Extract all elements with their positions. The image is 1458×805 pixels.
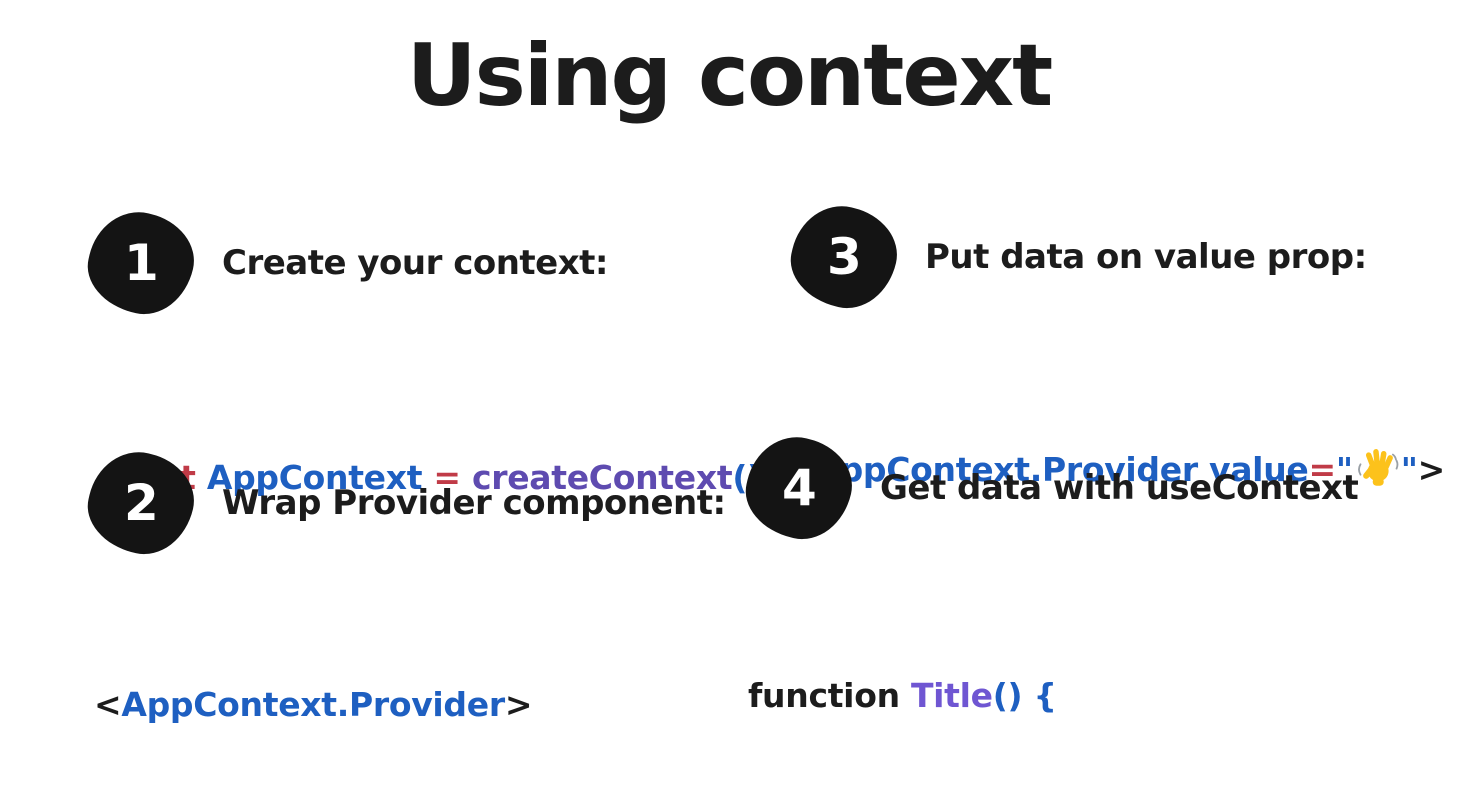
code-token: < [94, 685, 122, 724]
code-token: AppContext.Provider value [814, 450, 1309, 489]
step-4-heading: Get data with useContext [880, 468, 1359, 508]
step-4-badge: 4 [747, 438, 851, 538]
step-4-header: 4 Get data with useContext [747, 438, 1458, 538]
waving-hand-icon [1353, 449, 1401, 489]
step-3-heading: Put data on value prop: [925, 237, 1367, 277]
code-token: = [433, 458, 472, 497]
code-token: createContext [471, 458, 733, 497]
step-1-heading: Create your context: [222, 243, 609, 283]
step-2-badge: 2 [89, 453, 193, 553]
step-3-number: 3 [826, 228, 862, 287]
step-4-number: 4 [781, 459, 817, 518]
step-4-code: function Title() { const text = useConte… [748, 556, 1458, 805]
code-token: > [504, 685, 533, 724]
step-1-section: 1 Create your context: const AppContext … [89, 213, 762, 618]
code-token: AppContext.Provider [121, 685, 505, 724]
step-2-section: 2 Wrap Provider component: <AppContext.P… [89, 453, 726, 805]
code-line: <AppContext.Provider> [94, 677, 726, 733]
code-token: = [1308, 450, 1336, 489]
step-1-badge: 1 [89, 213, 193, 313]
step-2-number: 2 [123, 474, 159, 533]
step-1-number: 1 [123, 234, 159, 293]
step-4-section: 4 Get data with useContext function Titl… [747, 438, 1458, 805]
code-token: AppContext [206, 458, 434, 497]
step-1-header: 1 Create your context: [89, 213, 762, 313]
code-token: () { [992, 676, 1057, 715]
step-3-badge: 3 [792, 207, 896, 307]
step-3-header: 3 Put data on value prop: [792, 207, 1453, 307]
step-2-header: 2 Wrap Provider component: [89, 453, 726, 553]
code-token: function [748, 676, 911, 715]
code-token: " [1400, 450, 1418, 489]
step-2-heading: Wrap Provider component: [222, 483, 726, 523]
page-title: Using context [406, 26, 1054, 126]
code-token: > [1417, 450, 1446, 489]
code-token: Title [910, 676, 993, 715]
code-token: " [1335, 450, 1353, 489]
code-line: function Title() { [748, 668, 1458, 724]
step-2-code: <AppContext.Provider> <App /> </AppConte… [94, 565, 726, 805]
